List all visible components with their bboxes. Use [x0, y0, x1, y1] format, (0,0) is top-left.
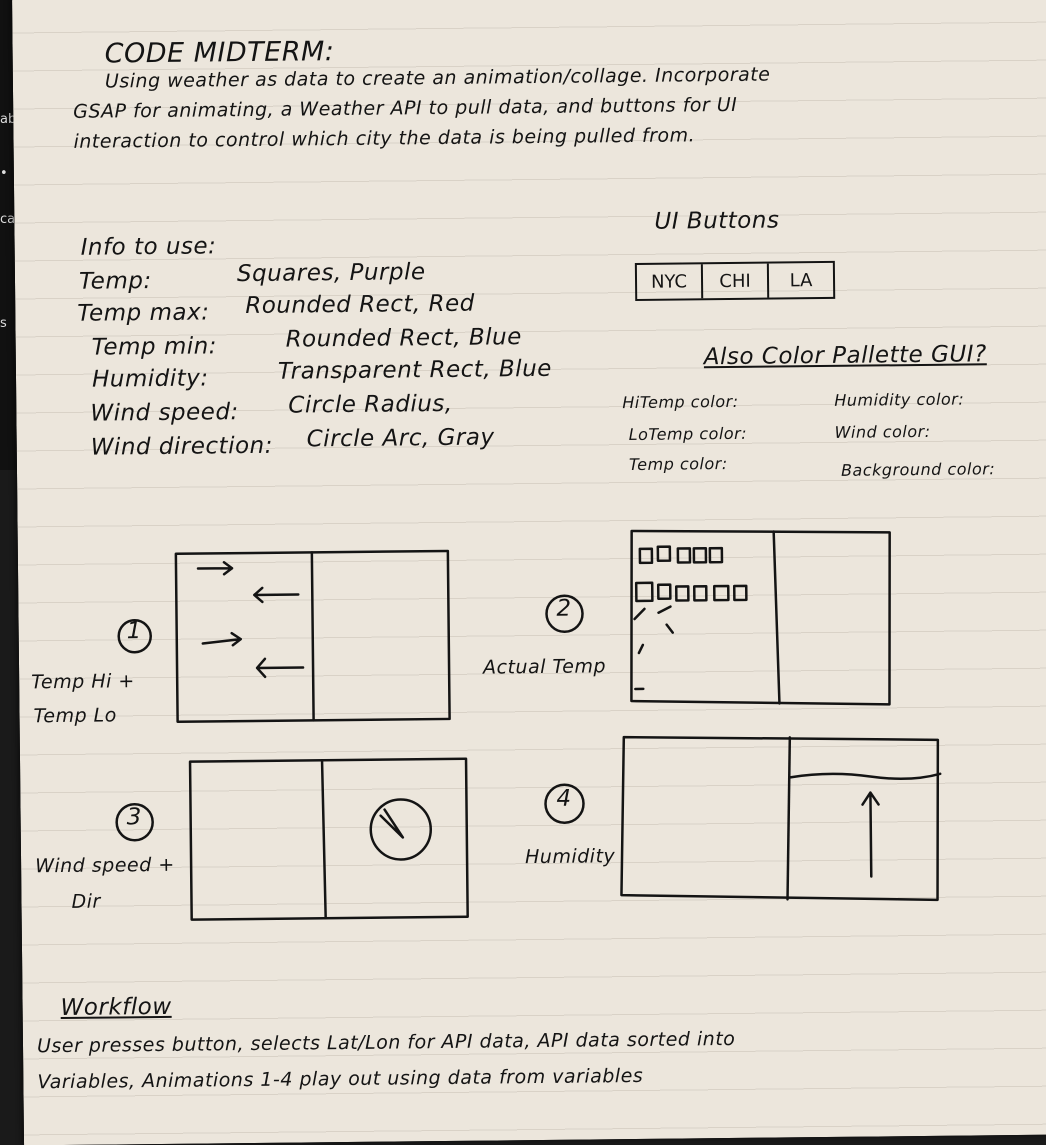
sketch-4-frame [620, 734, 942, 903]
laptop-key-label: s [0, 316, 7, 331]
number-circle [116, 804, 152, 840]
sketch-2-frame [630, 528, 892, 707]
sketch-drawings [12, 0, 1046, 1145]
number-circle [119, 620, 151, 652]
sketch-3-frame [190, 759, 468, 920]
notebook-page: CODE MIDTERM: Using weather as data to c… [12, 0, 1046, 1145]
number-circle [545, 785, 583, 823]
sketch-1-frame [176, 551, 450, 722]
laptop-key-label: • [0, 166, 8, 181]
number-circle [546, 596, 582, 632]
laptop-key-label: ca [0, 212, 15, 227]
